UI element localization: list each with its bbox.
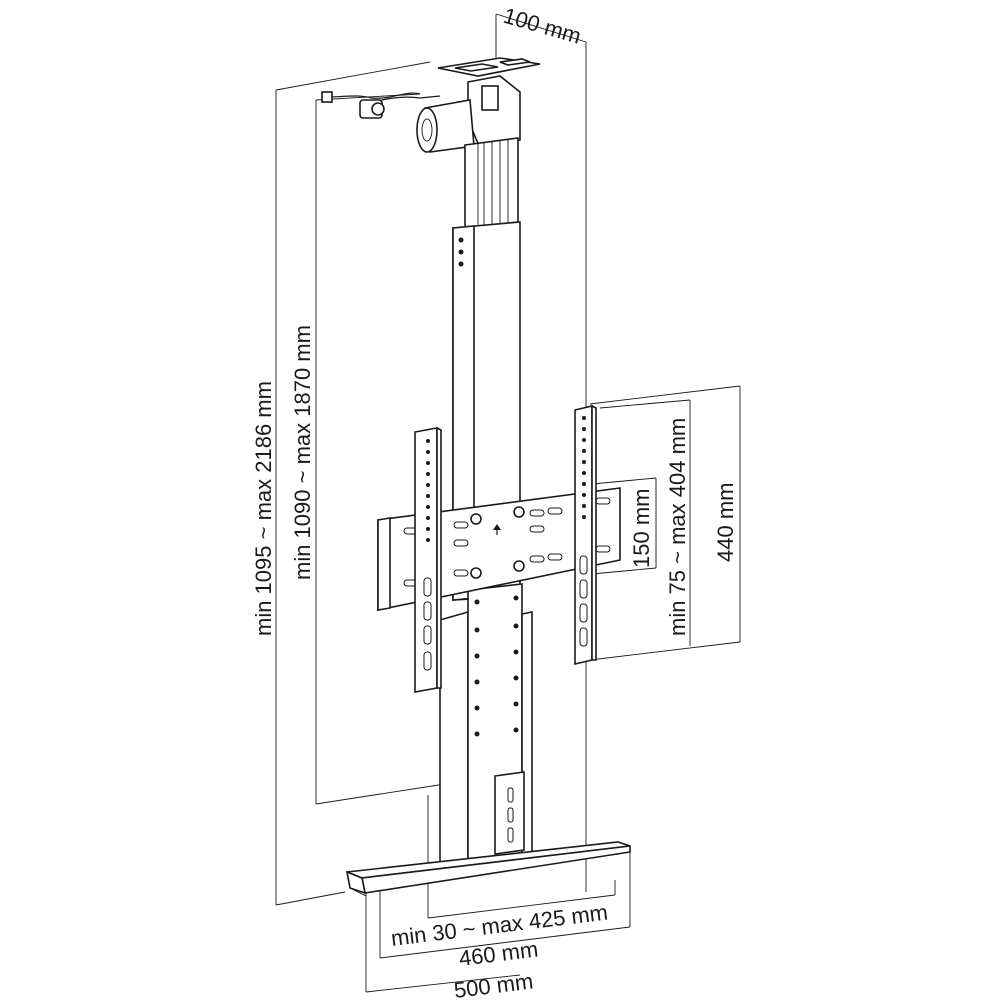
left-vertical-arm [414,426,442,693]
right-vertical-arm [574,404,597,666]
base-tray [345,841,631,897]
motor-assembly [321,57,541,153]
dim-total-height: min 1095 ~ max 2186 mm [251,381,276,636]
dim-bracket-height: 440 mm [713,483,738,562]
dim-base-outer-width: 500 mm [453,968,535,1000]
dim-base-inner-width: 460 mm [458,936,540,971]
dim-top-width: 100 mm [501,3,584,49]
dimension-lines [275,13,741,993]
dim-rail-spacing: 150 mm [629,489,654,568]
lower-column [439,583,533,867]
dim-mount-height: min 1090 ~ max 1870 mm [290,325,315,580]
dim-vesa-vertical: min 75 ~ max 404 mm [665,418,690,636]
